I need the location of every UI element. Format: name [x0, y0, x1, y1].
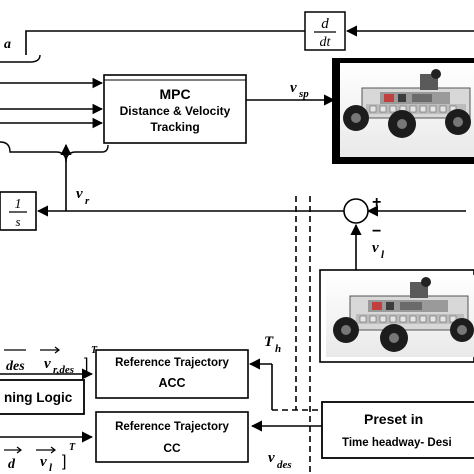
- integrator-denominator: s: [15, 214, 20, 229]
- ref-cc-title: Reference Trajectory: [115, 421, 229, 433]
- vr-subscript: r: [85, 195, 90, 207]
- plus-sign: +: [372, 194, 381, 211]
- brace-bottom: [0, 141, 109, 163]
- mpc-subtitle-2: Tracking: [150, 120, 199, 134]
- vector-top-sup: T: [91, 345, 98, 356]
- derivative-denominator: dt: [320, 35, 332, 50]
- derivative-block: d dt: [304, 11, 346, 51]
- vector-top-sub: r,des: [53, 364, 74, 376]
- switching-logic-label: ning Logic: [4, 390, 73, 405]
- vector-bot-sup: T: [69, 442, 76, 453]
- mpc-subtitle-1: Distance & Velocity: [120, 104, 231, 118]
- vector-bot-left: d: [8, 457, 16, 472]
- vsp-label: v: [290, 80, 297, 96]
- mpc-title: MPC: [159, 86, 190, 102]
- th-label: T: [264, 334, 274, 350]
- vl-label: v: [372, 240, 379, 256]
- acceleration-feedback-line: [25, 30, 305, 55]
- vl-subscript: l: [381, 249, 385, 261]
- vdes-subscript: des: [277, 459, 292, 471]
- vsp-subscript: sp: [298, 88, 309, 100]
- ref-cc-label: CC: [163, 441, 181, 455]
- integrator-block: 1 s: [0, 191, 37, 231]
- preset-subtitle: Time headway- Desi: [342, 437, 452, 449]
- ref-trajectory-cc-block: Reference Trajectory CC: [95, 411, 249, 463]
- brace-top: [0, 54, 41, 63]
- minus-sign: −: [372, 223, 381, 240]
- sum-junction: [343, 198, 369, 224]
- lead-vehicle-image: [319, 269, 474, 363]
- acceleration-label: a: [4, 37, 11, 52]
- ego-vehicle-image: [332, 58, 474, 164]
- integrator-numerator: 1: [15, 197, 22, 212]
- ref-trajectory-acc-block: Reference Trajectory ACC: [95, 349, 249, 399]
- th-subscript: h: [275, 343, 281, 355]
- mpc-block: MPC Distance & Velocity Tracking: [103, 74, 247, 144]
- vdes-label: v: [268, 450, 275, 466]
- vr-label: v: [76, 186, 83, 202]
- ref-acc-label: ACC: [158, 376, 185, 390]
- vector-bot-sub: l: [49, 462, 53, 474]
- vector-bot-bracket: ]: [62, 453, 66, 470]
- ref-acc-title: Reference Trajectory: [115, 357, 229, 369]
- vector-top-left: des: [6, 359, 25, 374]
- vector-bot-mid: v: [40, 454, 47, 470]
- switching-logic-block: ning Logic: [0, 379, 85, 415]
- vector-top-bracket: ]: [84, 356, 88, 373]
- derivative-numerator: d: [321, 16, 329, 32]
- preset-title: Preset in: [364, 411, 423, 427]
- preset-input-block: Preset in Time headway- Desi: [321, 401, 474, 459]
- vector-top-mid: v: [44, 356, 51, 372]
